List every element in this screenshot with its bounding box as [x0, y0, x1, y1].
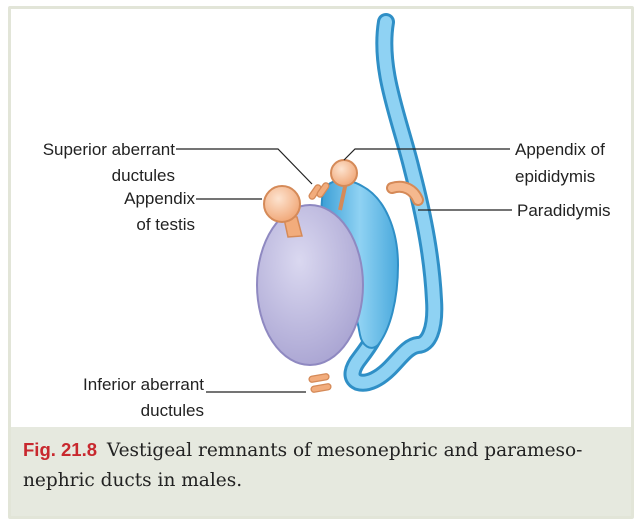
label-appendix-epididymis: Appendix of	[515, 140, 605, 159]
label-superior-aberrant-2: ductules	[112, 166, 175, 185]
label-appendix-epididymis-2: epididymis	[515, 167, 595, 186]
inferior-aberrant-ductule	[309, 373, 330, 382]
appendix-of-epididymis	[331, 160, 357, 186]
label-paradidymis: Paradidymis	[517, 201, 611, 220]
appendix-of-testis	[264, 186, 300, 222]
testis	[257, 205, 363, 365]
leader-superior-aberrant	[176, 149, 312, 184]
inferior-aberrant-ductule	[311, 383, 332, 392]
label-inferior-aberrant: Inferior aberrant	[83, 375, 204, 394]
figure-caption: Fig. 21.8 Vestigeal remnants of mesoneph…	[11, 427, 631, 516]
leader-appendix-epididymis	[344, 149, 510, 160]
label-inferior-aberrant-2: ductules	[141, 401, 204, 420]
label-appendix-testis-2: of testis	[136, 215, 195, 234]
label-superior-aberrant: Superior aberrant	[43, 140, 176, 159]
caption-text: Vestigeal remnants of mesonephric and pa…	[23, 440, 582, 491]
figure-number: Fig. 21.8	[23, 439, 97, 460]
label-appendix-testis: Appendix	[124, 189, 195, 208]
